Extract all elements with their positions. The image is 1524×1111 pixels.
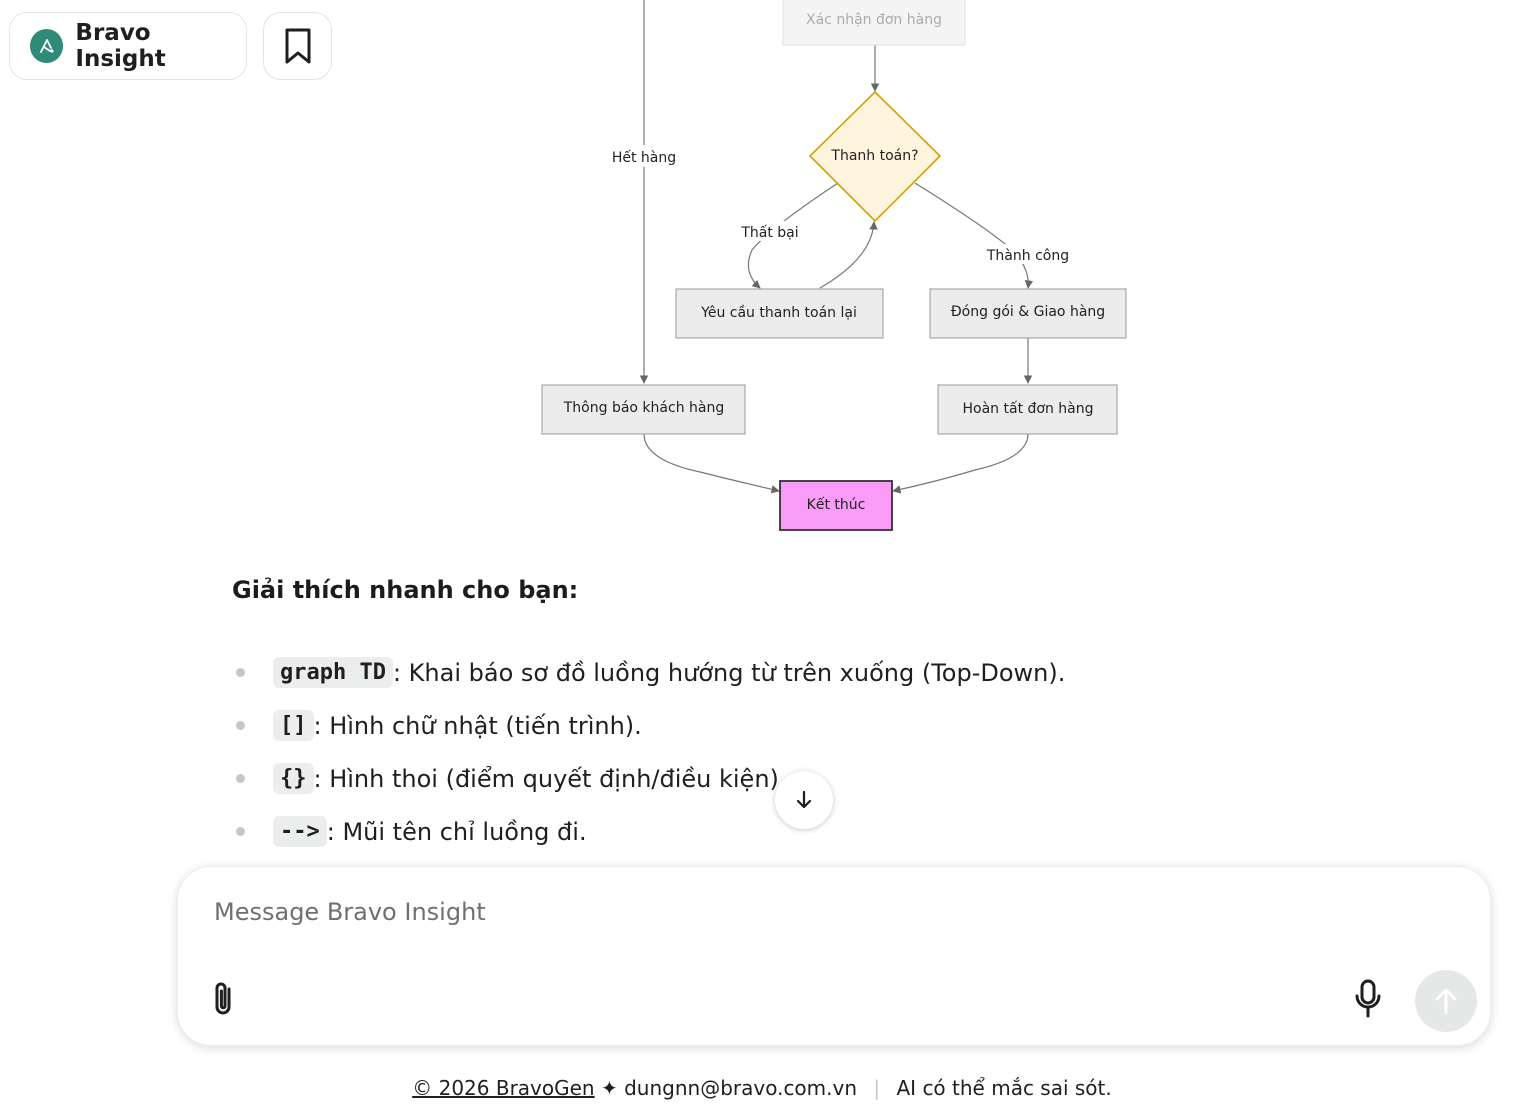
code-snippet: --> — [273, 816, 327, 847]
arrow-down-icon — [796, 790, 812, 809]
node-notify-label: Thông báo khách hàng — [563, 400, 724, 416]
list-item: {} : Hình thoi (điểm quyết định/điều kiệ… — [232, 752, 1065, 805]
paperclip-icon — [215, 982, 231, 1015]
bookmark-icon — [285, 28, 310, 64]
node-confirm-label: Xác nhận đơn hàng — [806, 12, 942, 28]
message-composer — [177, 866, 1491, 1046]
code-snippet: graph TD — [273, 657, 393, 688]
bravo-logo-icon — [30, 29, 64, 63]
node-retry-label: Yêu cầu thanh toán lại — [700, 305, 857, 321]
bookmark-button[interactable] — [263, 12, 332, 80]
message-input[interactable] — [212, 891, 1316, 933]
edge-label-success: Thành công — [986, 248, 1069, 264]
scroll-to-bottom-button[interactable] — [775, 771, 833, 829]
section-heading: Giải thích nhanh cho bạn: — [232, 576, 579, 604]
node-complete-order: Hoàn tất đơn hàng — [937, 384, 1118, 435]
explanation-list: graph TD : Khai báo sơ đồ luồng hướng từ… — [232, 646, 1065, 858]
node-pack-ship: Đóng gói & Giao hàng — [929, 288, 1127, 339]
list-item: [] : Hình chữ nhật (tiến trình). — [232, 699, 1065, 752]
list-item-text: : Hình chữ nhật (tiến trình). — [313, 711, 642, 740]
arrow-up-icon — [1435, 988, 1457, 1015]
node-notify-customer: Thông báo khách hàng — [541, 384, 746, 435]
microphone-icon — [1355, 979, 1381, 1018]
scroll-fade — [0, 846, 1524, 866]
edge-payment-fail — [747, 182, 839, 289]
bullet-dot — [236, 668, 245, 677]
node-retry-payment: Yêu cầu thanh toán lại — [675, 288, 884, 339]
bullet-dot — [236, 827, 245, 836]
code-snippet: [] — [273, 710, 314, 741]
node-end: Kết thúc — [779, 480, 893, 531]
node-end-label: Kết thúc — [807, 496, 866, 513]
bullet-dot — [236, 721, 245, 730]
node-confirm-order: Xác nhận đơn hàng — [782, 0, 966, 46]
list-item-text: : Khai báo sơ đồ luồng hướng từ trên xuố… — [392, 658, 1066, 687]
list-item-text: : Hình thoi (điểm quyết định/điều kiện). — [313, 764, 787, 793]
edge-complete-end — [892, 433, 1029, 494]
send-button[interactable] — [1415, 970, 1477, 1032]
edge-retry-payment — [819, 221, 878, 289]
edge-label-out-of-stock: Hết hàng — [612, 149, 676, 166]
edge-label-fail: Thất bại — [740, 225, 798, 241]
code-snippet: {} — [273, 763, 314, 794]
node-payment-decision: Thanh toán? — [808, 90, 942, 223]
attach-button[interactable] — [204, 977, 244, 1021]
brand-button[interactable]: Bravo Insight — [9, 12, 247, 80]
flowchart-diagram: Hết hàng Thất bại Thành công Xác nhận đơ… — [541, 0, 1127, 531]
contact-email: dungnn@bravo.com.vn — [624, 1076, 858, 1100]
bullet-dot — [236, 774, 245, 783]
list-item-text: : Mũi tên chỉ luồng đi. — [326, 817, 587, 846]
list-item: graph TD : Khai báo sơ đồ luồng hướng từ… — [232, 646, 1065, 699]
node-payment-label: Thanh toán? — [830, 148, 918, 164]
star-glyph: ✦ — [600, 1076, 618, 1100]
edge-notify-end — [643, 433, 780, 494]
node-complete-label: Hoàn tất đơn hàng — [963, 401, 1094, 417]
edge-payment-success — [914, 182, 1034, 289]
disclaimer-text: AI có thể mắc sai sót. — [896, 1076, 1112, 1100]
voice-input-button[interactable] — [1348, 977, 1388, 1021]
footer: © 2026 BravoGen ✦ dungnn@bravo.com.vn | … — [0, 1076, 1524, 1100]
copyright-link[interactable]: © 2026 BravoGen — [412, 1076, 595, 1100]
list-item: --> : Mũi tên chỉ luồng đi. — [232, 805, 1065, 858]
brand-name: Bravo Insight — [75, 20, 166, 72]
footer-separator: | — [873, 1076, 881, 1100]
node-pack-label: Đóng gói & Giao hàng — [951, 304, 1105, 320]
